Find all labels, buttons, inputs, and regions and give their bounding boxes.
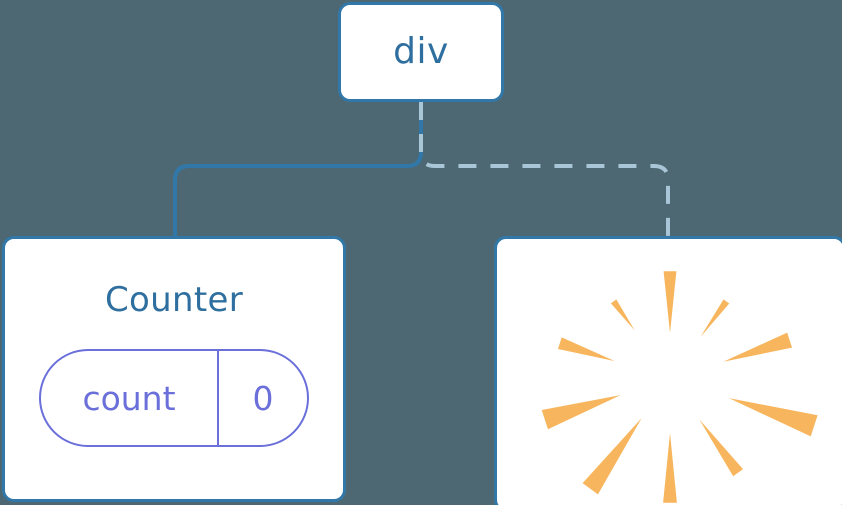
- burst-ray-7: [541, 395, 621, 430]
- sparkle-burst-icon: [541, 271, 818, 503]
- burst-ray-4: [699, 419, 743, 477]
- burst-ray-0: [663, 271, 677, 333]
- edge-div-to-loading: [419, 102, 670, 238]
- burst-ray-2: [723, 332, 793, 362]
- state-value: 0: [252, 378, 274, 418]
- node-counter-label: Counter: [105, 280, 243, 320]
- node-loading[interactable]: [494, 236, 842, 505]
- state-key: count: [41, 351, 219, 445]
- edge-div-to-counter: [173, 102, 423, 238]
- burst-ray-9: [610, 299, 635, 331]
- burst-ray-3: [728, 398, 818, 437]
- burst-ray-8: [557, 337, 615, 362]
- burst-ray-6: [582, 417, 642, 495]
- burst-rays: [541, 271, 818, 503]
- node-counter[interactable]: Counter count 0: [2, 236, 346, 502]
- node-div-label: div: [393, 31, 449, 72]
- node-div[interactable]: div: [338, 2, 504, 102]
- burst-ray-1: [700, 299, 730, 337]
- state-pill-count[interactable]: count 0: [39, 349, 309, 447]
- burst-ray-5: [663, 433, 677, 503]
